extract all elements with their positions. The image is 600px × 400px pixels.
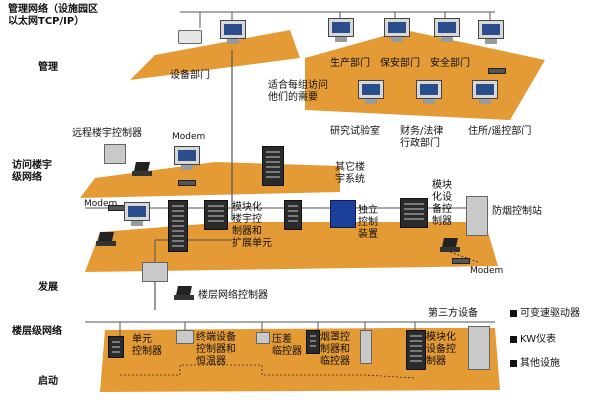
mgmt-label: 管理 bbox=[38, 62, 58, 73]
independent-controller-icon bbox=[330, 200, 356, 228]
laptop-icon bbox=[132, 162, 152, 176]
legend-item: 其他设施 bbox=[510, 358, 560, 370]
modular-bldg-ctrl-label: 模块化 楼宇控 制器和 扩展单元 bbox=[232, 202, 272, 249]
floor-mgmt-left bbox=[130, 30, 300, 80]
equipment-controller-icon bbox=[400, 198, 428, 228]
mgmt-network-label: 管理网络（设施园区 以太网TCP/IP） bbox=[8, 4, 98, 27]
equipment-dept-label: 设备部门 bbox=[170, 70, 210, 81]
controller-rack-icon bbox=[204, 200, 228, 230]
third-party-cabinet-icon bbox=[468, 326, 490, 370]
legend-item: KW仪表 bbox=[510, 334, 556, 346]
security-dept-label-2: 安全部门 bbox=[430, 58, 470, 69]
production-dept-label: 生产部门 bbox=[330, 58, 370, 69]
security-dept-label-1: 保安部门 bbox=[380, 58, 420, 69]
modem-icon bbox=[488, 68, 506, 74]
modular-equipment-controller-icon bbox=[406, 330, 426, 370]
startup-label: 启动 bbox=[38, 376, 58, 387]
laptop-icon bbox=[96, 232, 116, 246]
third-party-label: 第三方设备 bbox=[428, 308, 478, 319]
monitor-icon bbox=[434, 18, 460, 42]
unit-controller-icon bbox=[108, 336, 124, 358]
monitor-icon bbox=[358, 80, 384, 104]
research-lab-label: 研究试验室 bbox=[330, 126, 380, 137]
access-bldg-net-label: 访问楼宇 级网络 bbox=[12, 160, 52, 183]
controller-rack-icon bbox=[168, 200, 188, 252]
residence-remote-label: 住所/遥控部门 bbox=[468, 126, 532, 137]
remote-controller-icon bbox=[104, 144, 126, 164]
floor-develop bbox=[85, 222, 498, 272]
modem-top-label: Modem bbox=[172, 132, 206, 142]
pressure-controller-icon bbox=[256, 332, 270, 344]
terminal-ctrl-label: 终端设备 控制器和 恒温器 bbox=[196, 332, 236, 367]
floor-access bbox=[80, 162, 340, 198]
pressure-ctrl-label: 压差 临控器 bbox=[272, 334, 302, 357]
modem-right-label: Modem bbox=[470, 266, 504, 276]
floor-net-ctrl-label: 楼层网络控制器 bbox=[198, 290, 268, 301]
monitor-icon bbox=[416, 80, 442, 104]
monitor-icon bbox=[472, 80, 498, 104]
controller-rack-icon bbox=[262, 146, 284, 186]
monitor-icon bbox=[478, 20, 504, 44]
floor-mgmt-right bbox=[305, 30, 545, 120]
laptop-icon bbox=[174, 286, 194, 300]
modular-equip-ctrl-label: 模块 化设 备控 制器 bbox=[432, 180, 452, 227]
modem-left-label: Modem bbox=[84, 199, 118, 209]
monitor-icon bbox=[220, 20, 246, 44]
finance-legal-label: 财务/法律 行政部门 bbox=[400, 126, 444, 149]
remote-bldg-ctrl-label: 远程楼宇控制器 bbox=[72, 128, 142, 139]
smoke-control-panel-icon bbox=[466, 196, 488, 236]
other-bldg-sys-label: 其它楼 宇系统 bbox=[335, 162, 365, 185]
monitor-icon bbox=[124, 202, 150, 226]
monitor-icon bbox=[328, 18, 354, 42]
modem-icon bbox=[452, 258, 470, 264]
bottom-wiring bbox=[120, 364, 416, 379]
modem-link bbox=[449, 251, 479, 263]
visitor-needs-label: 适合每组访问 他们的需要 bbox=[268, 80, 328, 103]
terminal-controller-icon bbox=[176, 330, 194, 344]
unit-ctrl-label: 单元 控制器 bbox=[132, 334, 162, 357]
modular-equip-ctrl2-label: 模块化 设备控 制器 bbox=[426, 332, 456, 367]
third-party-device-icon bbox=[360, 330, 372, 364]
monitor-icon bbox=[174, 146, 200, 170]
laptop-icon bbox=[440, 238, 460, 252]
floor-network-controller-icon bbox=[142, 262, 168, 282]
fume-ctrl-label: 烟罩控 制器和 临控器 bbox=[320, 332, 350, 367]
legend-item: 可变速驱动器 bbox=[510, 308, 580, 320]
independent-ctrl-label: 独立 控制 装置 bbox=[358, 205, 378, 240]
floor-net-label: 楼层级网络 bbox=[12, 326, 62, 337]
monitor-icon bbox=[384, 18, 410, 42]
smoke-station-label: 防烟控制站 bbox=[492, 206, 542, 217]
modem-icon bbox=[178, 180, 196, 186]
controller-rack-icon bbox=[284, 200, 302, 230]
fume-controller-icon bbox=[306, 330, 320, 354]
develop-label: 发展 bbox=[38, 282, 58, 293]
floor-bottom bbox=[100, 328, 500, 392]
printer-icon bbox=[178, 30, 202, 44]
